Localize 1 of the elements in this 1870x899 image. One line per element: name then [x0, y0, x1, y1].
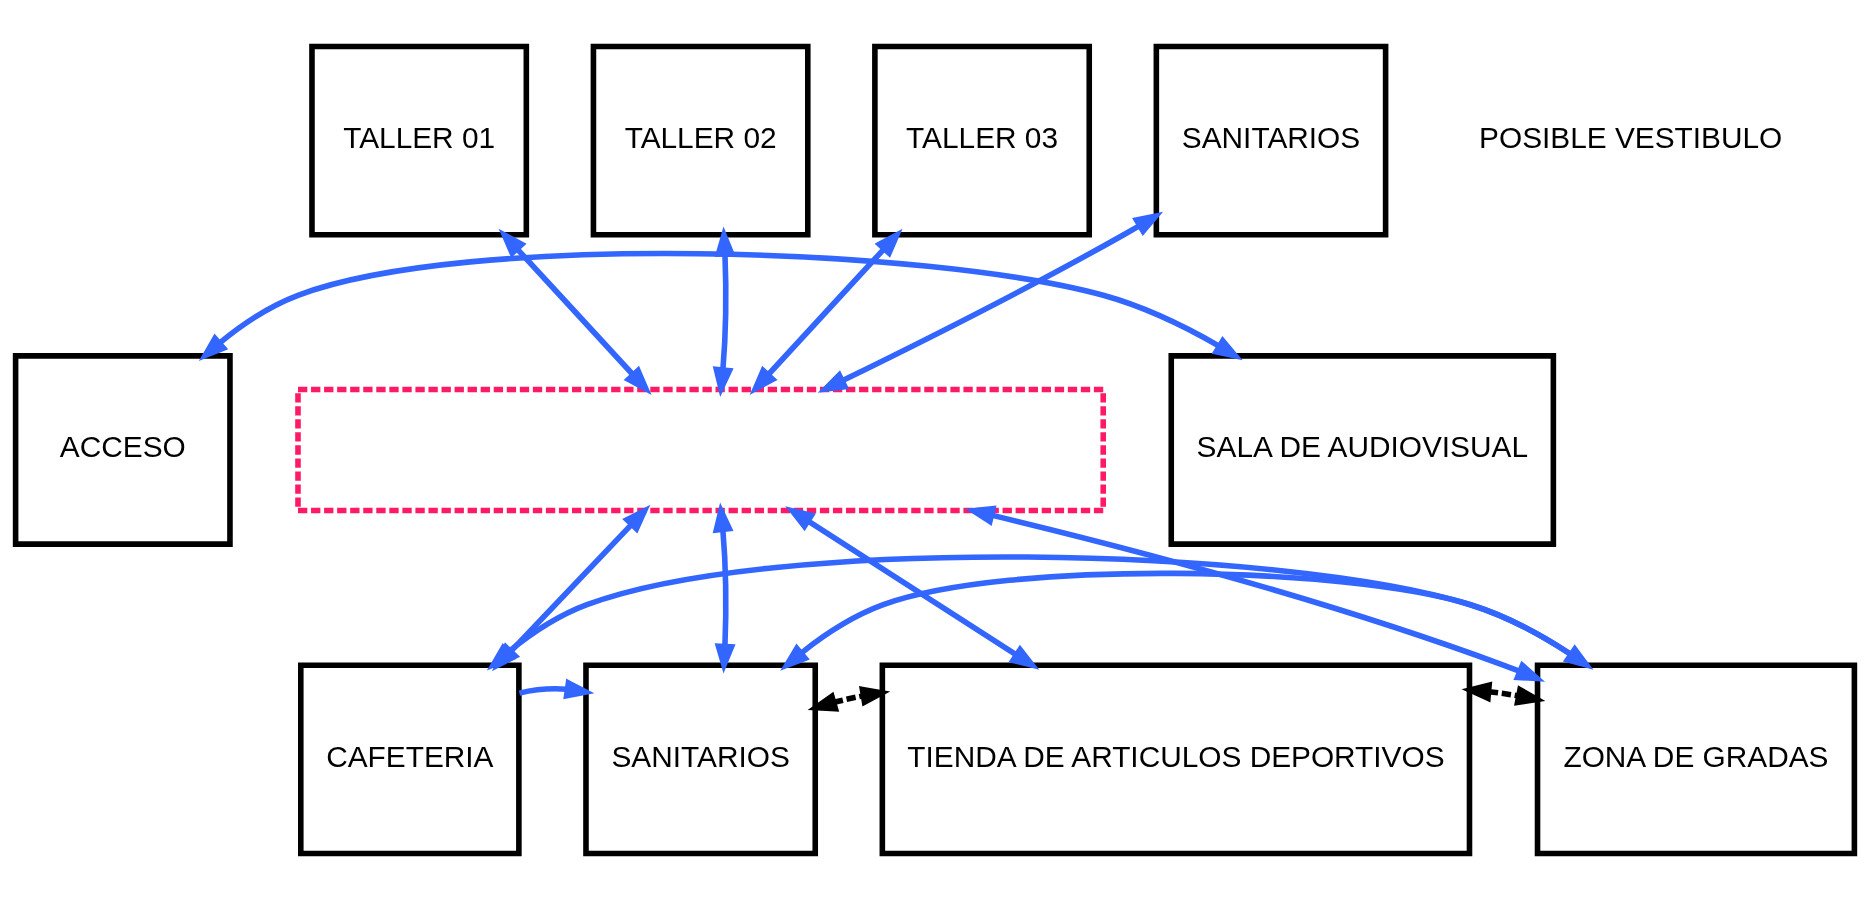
label: POSIBLE VESTIBULO — [1479, 120, 1783, 154]
